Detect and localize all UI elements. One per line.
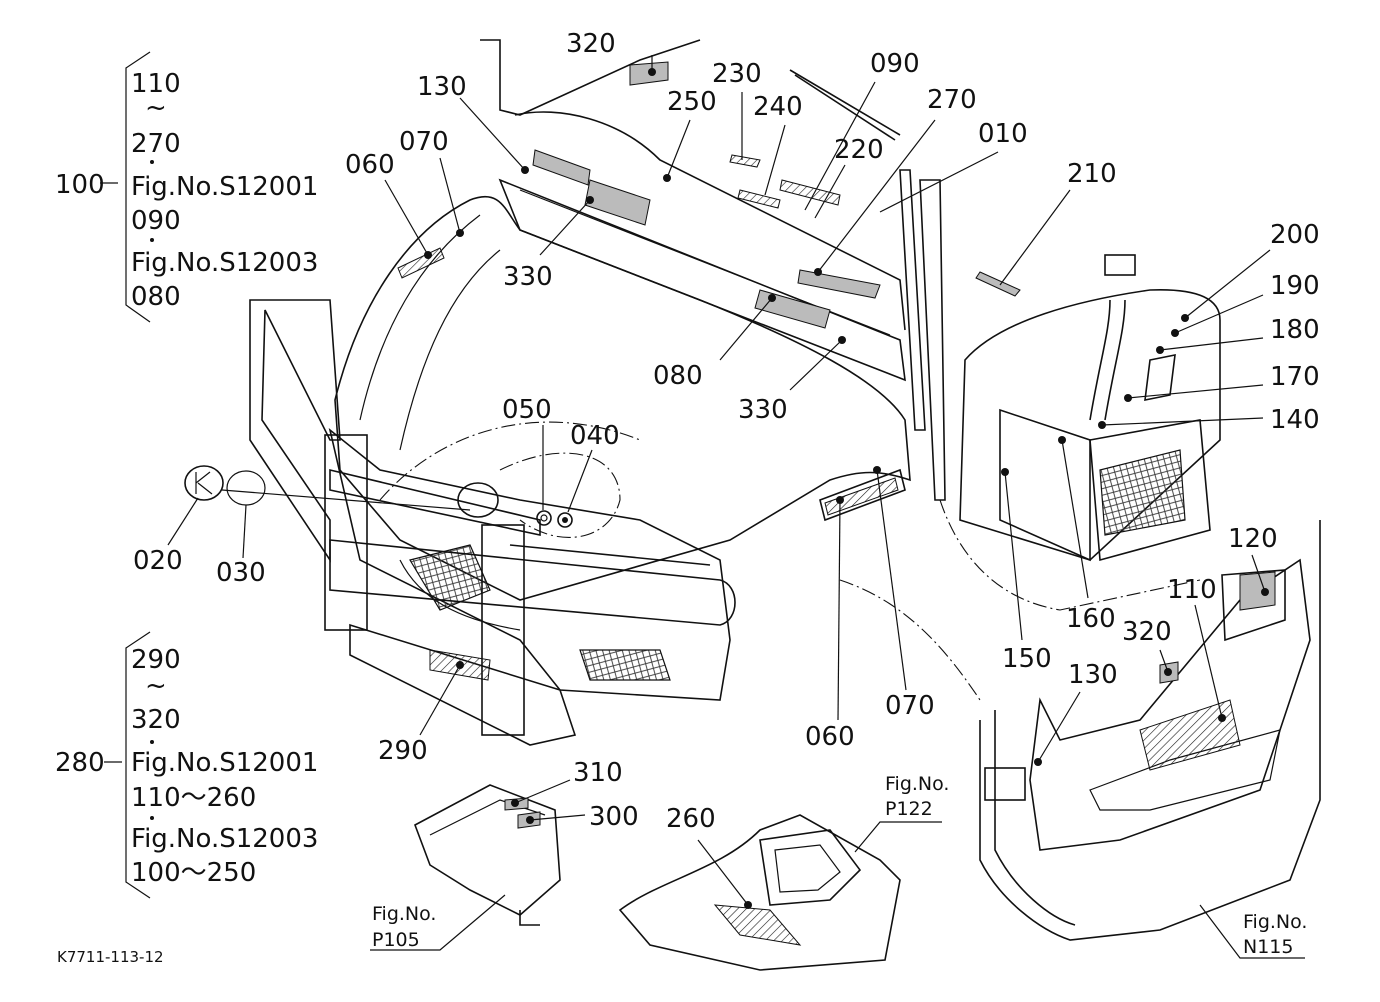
- vehicle-body: [249, 39, 1221, 746]
- callout-180: 180: [1270, 315, 1320, 345]
- group-top-line-6: Fig.No.S12003: [131, 248, 318, 278]
- callout-210: 210: [1067, 159, 1117, 189]
- callout-140: 140: [1270, 405, 1320, 435]
- callout-110: 110: [1167, 575, 1217, 605]
- callout-070-bottom: 070: [885, 691, 935, 721]
- drawing-code: K7711-113-12: [57, 948, 164, 966]
- leader-lines: [167, 55, 1305, 959]
- handle-upper-left: [532, 149, 591, 186]
- ref-p105-value: P105: [372, 929, 420, 951]
- inset-door-n115: [979, 520, 1321, 941]
- callout-320-door: 320: [1122, 617, 1172, 647]
- callout-030: 030: [216, 558, 266, 588]
- callout-310: 310: [573, 758, 623, 788]
- decal-220: [779, 179, 841, 206]
- strap-270: [797, 269, 881, 299]
- callout-060-bottom: 060: [805, 722, 855, 752]
- callout-080: 080: [653, 361, 703, 391]
- group-bottom-line-3: 320: [131, 705, 181, 735]
- part-nut-040: [557, 512, 573, 528]
- ref-p122-label: Fig.No.: [885, 773, 949, 795]
- part-emblem-seal: [226, 470, 266, 506]
- callout-230: 230: [712, 59, 762, 89]
- decal-230: [729, 154, 761, 168]
- callout-090: 090: [870, 49, 920, 79]
- callout-170: 170: [1270, 362, 1320, 392]
- callout-060-top: 060: [345, 150, 395, 180]
- callout-130-top: 130: [417, 72, 467, 102]
- part-washer-050: [536, 510, 552, 526]
- group-bottom-line-1: 290: [131, 645, 181, 675]
- callout-270: 270: [927, 85, 977, 115]
- callout-200: 200: [1270, 220, 1320, 250]
- group-bottom-line-4: Fig.No.S12001: [131, 748, 318, 778]
- callout-120: 120: [1228, 524, 1278, 554]
- group-bottom-line-7: 100～250: [131, 858, 256, 888]
- part-emblem: [184, 465, 224, 501]
- callout-330-right: 330: [738, 395, 788, 425]
- group-top-line-2: ~: [145, 93, 167, 123]
- callout-070-top: 070: [399, 127, 449, 157]
- group-bottom-bracket: [104, 631, 154, 899]
- callout-020: 020: [133, 546, 183, 576]
- ref-n115-label: Fig.No.: [1243, 911, 1307, 933]
- inset-bracket-p105: [414, 784, 561, 926]
- callout-290: 290: [378, 736, 428, 766]
- ref-p122-value: P122: [885, 798, 933, 820]
- callout-190: 190: [1270, 271, 1320, 301]
- callout-250: 250: [667, 87, 717, 117]
- callout-320-top: 320: [566, 29, 616, 59]
- group-top-line-5: 090: [131, 206, 181, 236]
- callout-260: 260: [666, 804, 716, 834]
- callout-330-left: 330: [503, 262, 553, 292]
- decal-240: [737, 189, 781, 209]
- callout-160: 160: [1066, 604, 1116, 634]
- group-top-line-1: 110: [131, 69, 181, 99]
- inset-panel-p122: [618, 814, 901, 971]
- callout-050: 050: [502, 395, 552, 425]
- ref-n115-value: N115: [1243, 936, 1293, 958]
- callout-010: 010: [978, 119, 1028, 149]
- callout-240: 240: [753, 92, 803, 122]
- group-bottom-line-2: ~: [145, 671, 167, 701]
- group-top-bracket: [100, 51, 154, 323]
- callout-150: 150: [1002, 644, 1052, 674]
- group-bottom-parent: 280: [55, 748, 105, 778]
- group-bottom-line-5: 110～260: [131, 783, 256, 813]
- group-top-line-3: 270: [131, 129, 181, 159]
- callout-130-door: 130: [1068, 660, 1118, 690]
- handle-lower: [754, 289, 831, 329]
- ref-p105-label: Fig.No.: [372, 903, 436, 925]
- group-top-line-4: Fig.No.S12001: [131, 172, 318, 202]
- part-210-panel: [975, 271, 1021, 297]
- group-top-parent: 100: [55, 170, 105, 200]
- callout-040: 040: [570, 421, 620, 451]
- callout-220: 220: [834, 135, 884, 165]
- group-top-line-7: 080: [131, 282, 181, 312]
- callout-300: 300: [589, 802, 639, 832]
- handle-upper-mid: [584, 179, 651, 226]
- group-bottom-line-6: Fig.No.S12003: [131, 824, 318, 854]
